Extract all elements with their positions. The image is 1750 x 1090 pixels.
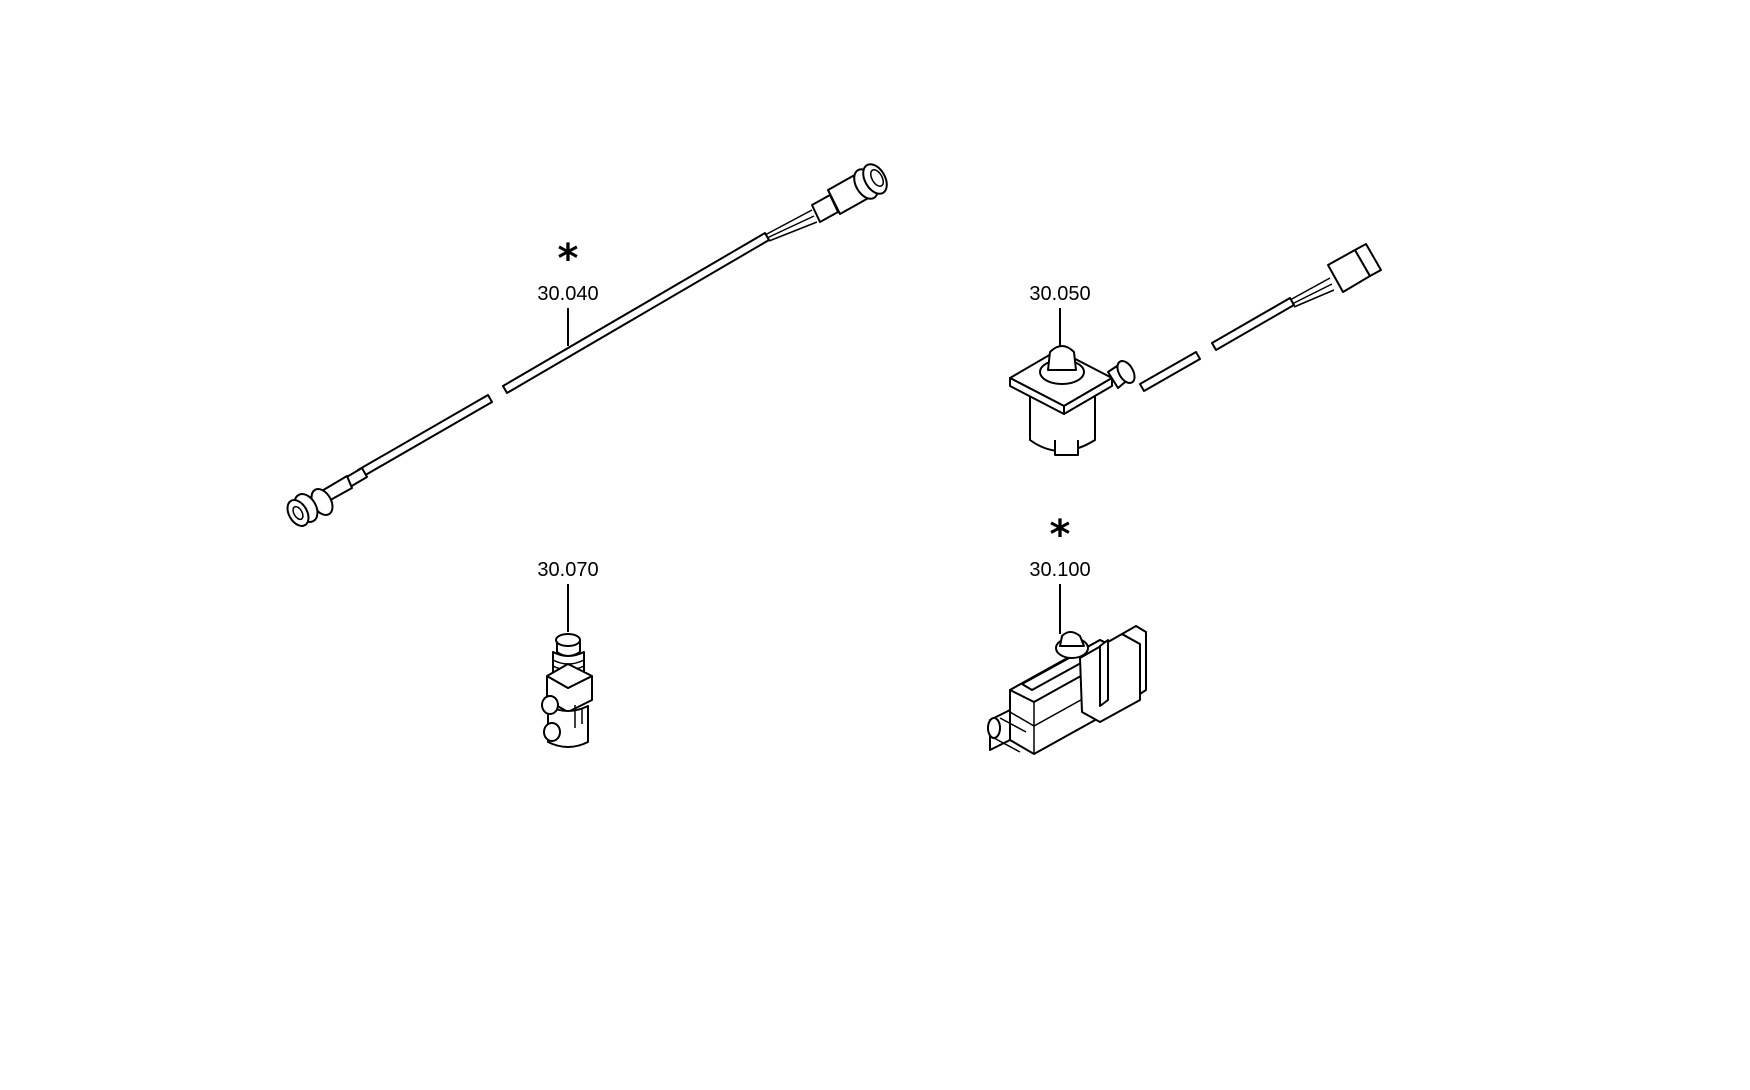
part-30-070-label: 30.070 [537, 559, 598, 581]
pressure-switch-icon [541, 633, 593, 748]
solenoid-switch-icon [1009, 243, 1382, 456]
part-30-040[interactable]: * 30.040 [283, 160, 891, 529]
part-30-070[interactable]: 30.070 [537, 559, 599, 748]
sensor-cable-icon [286, 163, 888, 527]
part-30-040-asterisk: * [558, 236, 579, 282]
part-30-040-label: 30.040 [537, 283, 598, 305]
part-30-050[interactable]: 30.050 [1009, 243, 1382, 456]
valve-block-icon [987, 625, 1147, 755]
part-30-100[interactable]: * 30.100 [987, 512, 1147, 755]
part-30-100-label: 30.100 [1029, 559, 1090, 581]
part-30-050-label: 30.050 [1029, 283, 1090, 305]
part-30-100-asterisk: * [1050, 512, 1071, 558]
